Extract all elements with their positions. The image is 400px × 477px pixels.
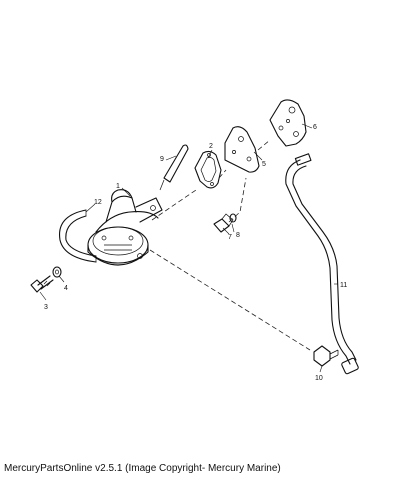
assembly-lines [149,139,311,351]
callout-9: 9 [160,156,164,163]
screw-part-3 [30,275,54,293]
gasket-part-2 [194,150,222,189]
callout-10: 10 [315,375,323,382]
callout-8: 8 [236,232,240,239]
fuel-line-part-11 [285,153,359,375]
callout-12: 12 [94,199,102,206]
washer-part-4 [52,266,62,278]
fitting-part-10 [313,345,339,367]
callout-7: 7 [228,234,232,241]
callout-4: 4 [64,285,68,292]
plate-part-5 [224,126,260,173]
fuel-hose-part-12 [58,209,97,263]
leader-lines [39,123,338,373]
lock-washer-part-8 [229,213,237,223]
push-rod-part-9 [159,144,189,191]
callout-11: 11 [340,282,347,289]
image-caption: MercuryPartsOnline v2.5.1 (Image Copyrig… [4,463,281,474]
callout-5: 5 [262,161,266,168]
callout-2: 2 [209,143,213,150]
fuel-pump-part-1 [87,189,163,266]
callout-3: 3 [44,304,48,311]
fuel-pump-exploded-diagram: 1 2 3 4 5 6 7 8 9 10 11 12 [30,99,359,382]
callout-1: 1 [116,183,120,190]
mounting-plate-part-6 [269,99,307,147]
callout-6: 6 [313,124,317,131]
